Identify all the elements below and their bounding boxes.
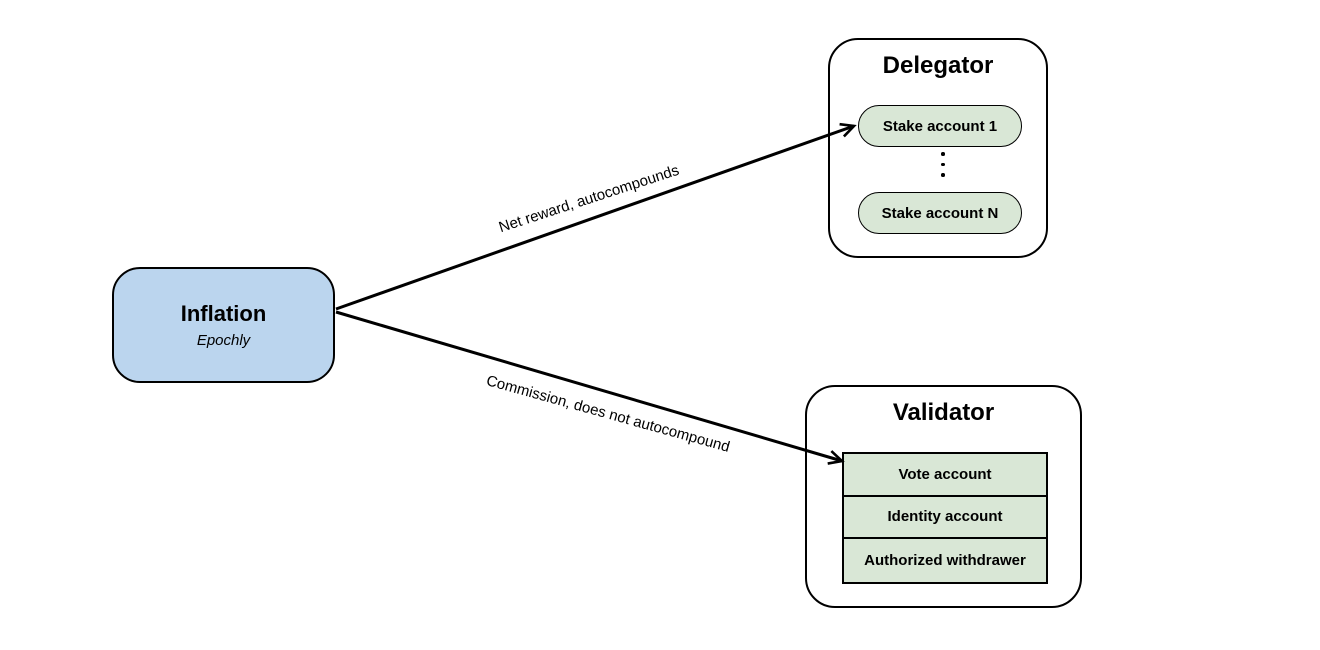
- inflation-title: Inflation: [180, 300, 267, 326]
- vertical-ellipsis-icon: [941, 152, 945, 177]
- edge-top-arrow: [335, 122, 857, 311]
- ellipsis-dot: [941, 173, 945, 177]
- stake-account-1-node: Stake account 1: [858, 105, 1022, 147]
- inflation-subtitle: Epochly: [196, 331, 251, 349]
- edge-bottom-arrow: [335, 310, 845, 465]
- inflation-node: Inflation Epochly: [112, 267, 335, 383]
- edge-label-commission: Commission, does not autocompound: [484, 372, 732, 456]
- identity-account-row: Identity account: [844, 496, 1046, 539]
- validator-title: Validator: [892, 399, 995, 426]
- validator-account-table: Vote account Identity account Authorized…: [842, 452, 1048, 584]
- authorized-withdrawer-row: Authorized withdrawer: [844, 539, 1046, 582]
- stake-account-n-node: Stake account N: [858, 192, 1022, 234]
- ellipsis-dot: [941, 162, 945, 166]
- delegator-group: Delegator Stake account 1 Stake account …: [828, 38, 1048, 258]
- delegator-title: Delegator: [882, 52, 994, 79]
- edge-label-net-reward: Net reward, autocompounds: [496, 161, 682, 237]
- vote-account-row: Vote account: [844, 454, 1046, 497]
- validator-group: Validator Vote account Identity account …: [805, 385, 1082, 608]
- ellipsis-dot: [941, 152, 945, 156]
